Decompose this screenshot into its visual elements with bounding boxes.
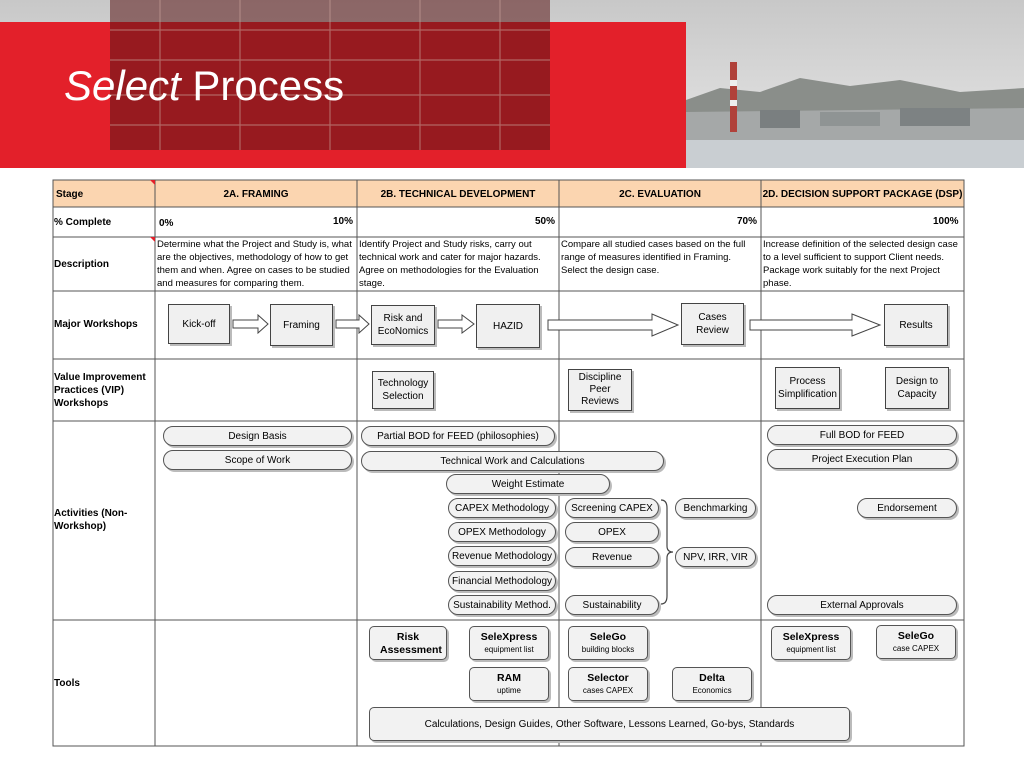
activity-benchmarking: Benchmarking (675, 498, 756, 518)
activity-external-approvals: External Approvals (767, 595, 957, 615)
activity-revenue: Revenue (565, 547, 659, 567)
header-row-fill (53, 180, 964, 207)
tool-selexpress-1: SeleXpress equipment list (469, 626, 549, 660)
row-label-complete: % Complete (54, 217, 112, 228)
description-framing: Determine what the Project and Study is,… (157, 239, 352, 289)
activity-design-basis: Design Basis (163, 426, 352, 446)
complete-70: 70% (737, 216, 758, 227)
page-title: Select Process (64, 62, 344, 110)
tool-delta-sub: Economics (692, 686, 732, 695)
header-evaluation: 2C. EVALUATION (619, 189, 701, 200)
activity-revenue-methodology: Revenue Methodology (448, 546, 556, 566)
header-dsp: 2D. DECISION SUPPORT PACKAGE (DSP) (762, 189, 963, 200)
tool-ram-name: RAM (497, 672, 521, 684)
tool-selector-sub: cases CAPEX (582, 686, 634, 695)
tool-selector-name: Selector (587, 672, 629, 684)
tool-ram-sub: uptime (496, 686, 521, 695)
workshop-results: Results (884, 304, 948, 346)
description-technical: Identify Project and Study risks, carry … (359, 239, 541, 289)
header-framing: 2A. FRAMING (223, 189, 289, 200)
activity-scope-of-work: Scope of Work (163, 450, 352, 470)
activity-sustainability: Sustainability (565, 595, 659, 615)
workshop-framing: Framing (270, 304, 333, 346)
row-label-activities: Activities (Non-Workshop) (54, 508, 128, 532)
banner-photo (0, 0, 1024, 168)
tool-selego-2-name: SeleGo (897, 630, 935, 642)
title-rest: Process (180, 62, 345, 109)
activity-full-bod: Full BOD for FEED (767, 425, 957, 445)
vip-process-simplification: Process Simplification (775, 367, 840, 409)
header-technical-development: 2B. TECHNICAL DEVELOPMENT (380, 189, 536, 200)
title-italic: Select (64, 62, 181, 109)
activity-endorsement: Endorsement (857, 498, 957, 518)
vip-technology-selection: Technology Selection (372, 371, 434, 409)
tool-selexpress-2-name: SeleXpress (782, 631, 840, 643)
workshop-kickoff: Kick-off (168, 304, 230, 344)
row-label-description: Description (54, 259, 110, 270)
tool-selego-2-sub: case CAPEX (892, 644, 940, 653)
activity-partial-bod: Partial BOD for FEED (philosophies) (361, 426, 555, 446)
header-banner: Select Process (0, 0, 1024, 168)
activity-technical-work: Technical Work and Calculations (361, 451, 664, 471)
description-dsp: Increase definition of the selected desi… (763, 239, 958, 289)
vip-discipline-peer-reviews: Discipline Peer Reviews (568, 369, 632, 411)
row-label-tools: Tools (54, 678, 80, 689)
tool-selego-1: SeleGo building blocks (568, 626, 648, 660)
complete-50: 50% (535, 216, 556, 227)
activity-capex-methodology: CAPEX Methodology (448, 498, 556, 518)
tool-ram: RAM uptime (469, 667, 549, 701)
activity-screening-capex: Screening CAPEX (565, 498, 659, 518)
activity-financial-methodology: Financial Methodology (448, 571, 556, 591)
activity-npv-irr-vir: NPV, IRR, VIR (675, 547, 756, 567)
tool-selector: Selector cases CAPEX (568, 667, 648, 701)
workshop-hazid: HAZID (476, 304, 540, 348)
activity-opex: OPEX (565, 522, 659, 542)
activity-project-execution-plan: Project Execution Plan (767, 449, 957, 469)
row-label-vip: Value Improvement Practices (VIP) Worksh… (54, 372, 146, 409)
tool-delta-name: Delta (699, 672, 725, 684)
stage-header: Stage (56, 189, 84, 200)
row-label-workshops: Major Workshops (54, 319, 138, 330)
tool-risk-assessment: Risk Assessment (369, 626, 447, 660)
tool-selexpress-1-name: SeleXpress (480, 631, 538, 643)
complete-0: 0% (159, 218, 174, 229)
tool-selexpress-2: SeleXpress equipment list (771, 626, 851, 660)
description-evaluation: Compare all studied cases based on the f… (561, 239, 746, 276)
tool-selego-1-sub: building blocks (581, 645, 635, 654)
tool-selexpress-1-sub: equipment list (484, 645, 534, 654)
tool-calculations-guides: Calculations, Design Guides, Other Softw… (369, 707, 850, 741)
tool-delta: Delta Economics (672, 667, 752, 701)
activity-opex-methodology: OPEX Methodology (448, 522, 556, 542)
tool-risk-assessment-name: Risk Assessment (380, 631, 442, 656)
complete-10: 10% (333, 216, 354, 227)
activity-sustainability-method: Sustainability Method. (448, 595, 556, 615)
tool-selego-1-name: SeleGo (589, 631, 627, 643)
tool-selexpress-2-sub: equipment list (786, 645, 836, 654)
workshop-cases-review: Cases Review (681, 303, 744, 345)
workshop-risk-economics: Risk and EcoNomics (371, 305, 435, 345)
complete-100: 100% (933, 216, 959, 227)
tool-selego-2: SeleGo case CAPEX (876, 625, 956, 659)
vip-design-to-capacity: Design to Capacity (885, 367, 949, 409)
activity-weight-estimate: Weight Estimate (446, 474, 610, 494)
